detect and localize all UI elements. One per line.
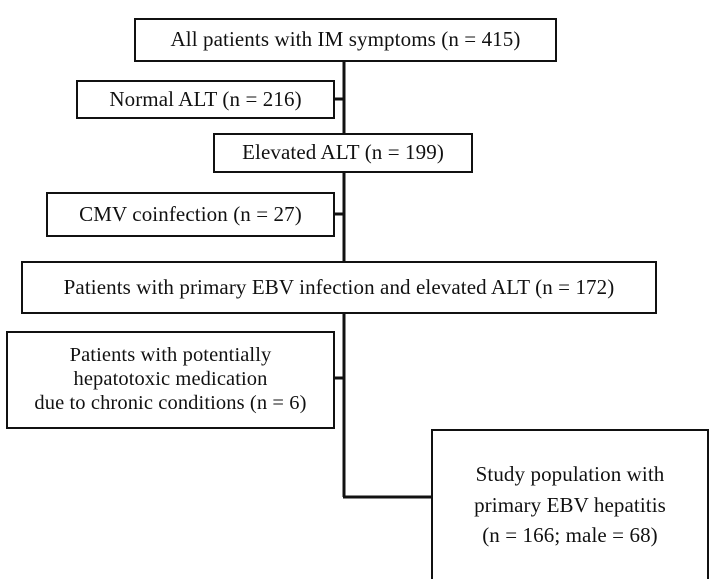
- node-cmv-coinfection-label: CMV coinfection (n = 27): [79, 201, 302, 226]
- node-normal-alt: Normal ALT (n = 216): [76, 80, 335, 119]
- node-study-population-label: Study population with primary EBV hepati…: [474, 462, 666, 548]
- node-primary-ebv-label: Patients with primary EBV infection and …: [63, 274, 615, 299]
- node-primary-ebv: Patients with primary EBV infection and …: [21, 261, 657, 314]
- node-medication-label: Patients with potentially hepatotoxic me…: [34, 344, 307, 414]
- node-cmv-coinfection: CMV coinfection (n = 27): [46, 192, 335, 237]
- node-all-patients-label: All patients with IM symptoms (n = 415): [170, 27, 521, 52]
- node-study-population: Study population with primary EBV hepati…: [431, 429, 709, 579]
- node-all-patients: All patients with IM symptoms (n = 415): [134, 18, 557, 62]
- node-elevated-alt: Elevated ALT (n = 199): [213, 133, 473, 173]
- node-elevated-alt-label: Elevated ALT (n = 199): [242, 140, 444, 165]
- node-medication: Patients with potentially hepatotoxic me…: [6, 331, 335, 429]
- node-normal-alt-label: Normal ALT (n = 216): [109, 86, 302, 111]
